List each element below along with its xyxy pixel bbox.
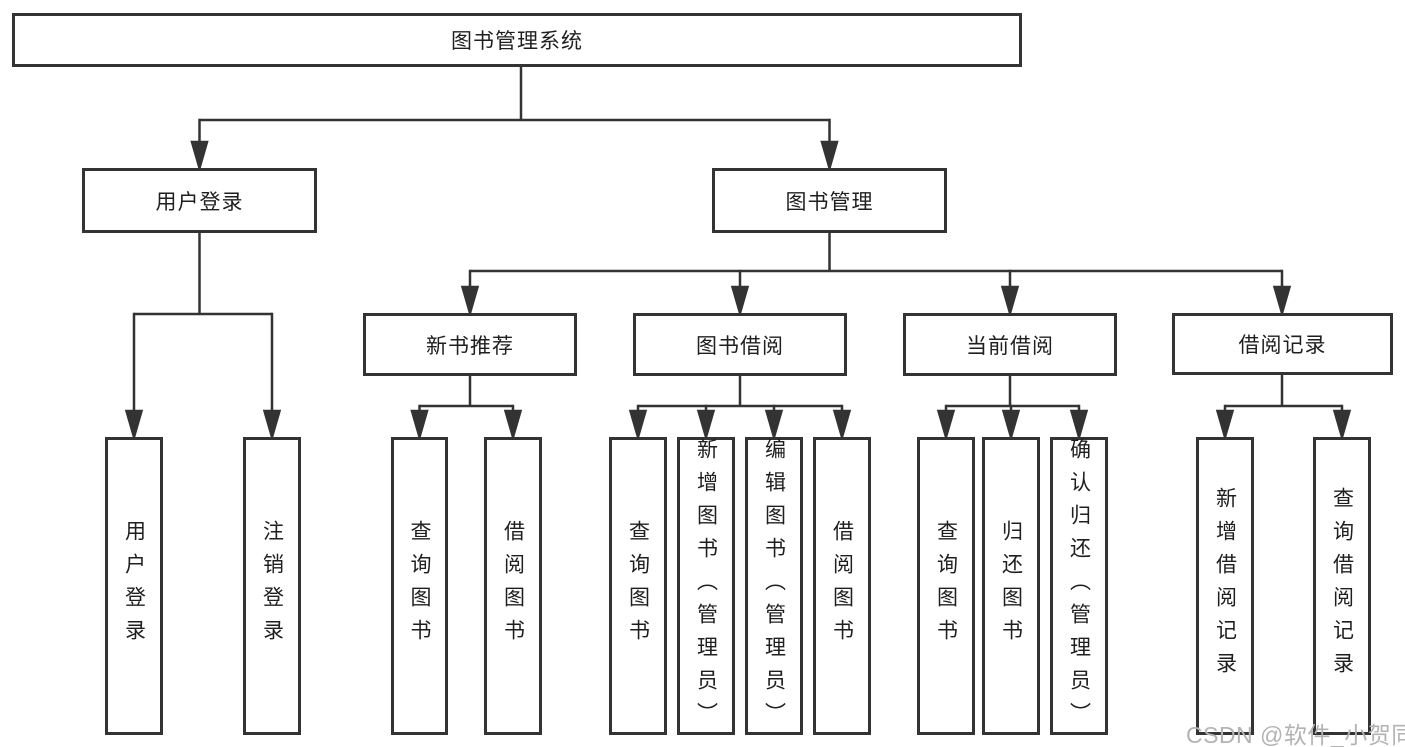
leaf-user-login-label: 用户登录 (122, 520, 146, 652)
arrow-cu-leaf1 (936, 409, 956, 442)
leaf-rc-query-record-label: 查询借阅记录 (1330, 487, 1354, 685)
leaf-bw-edit-books-admin: 编辑图书（管理员） (745, 437, 803, 735)
leaf-logout: 注销登录 (243, 437, 301, 735)
leaf-bw-add-books-admin-label: 新增图书（管理员） (694, 437, 718, 735)
leaf-cu-return-books-label: 归还图书 (999, 520, 1023, 652)
leaf-cu-confirm-return-admin-label: 确认归还（管理员） (1067, 437, 1091, 735)
node-borrowing: 图书借阅 (633, 313, 847, 376)
leaf-bw-add-books-admin: 新增图书（管理员） (677, 437, 735, 735)
arrow-to-user-login (190, 140, 209, 173)
arrow-bw-leaf2 (696, 409, 716, 442)
arrow-to-leaf-logout (262, 409, 282, 442)
node-user-login-label: 用户登录 (155, 190, 244, 214)
leaf-cu-return-books: 归还图书 (982, 437, 1040, 735)
node-records-label: 借阅记录 (1238, 334, 1327, 357)
csdn-watermark: CSDN @软件_小贺同学 (1186, 722, 1405, 747)
node-book-mgmt: 图书管理 (712, 168, 947, 233)
node-records: 借阅记录 (1172, 313, 1393, 375)
leaf-bw-borrow-books: 借阅图书 (813, 437, 871, 735)
arrow-nb-leaf1 (410, 409, 429, 442)
arrow-to-borrowing (730, 285, 750, 318)
leaf-bw-edit-books-admin-label: 编辑图书（管理员） (762, 437, 786, 735)
leaf-rc-query-record: 查询借阅记录 (1313, 437, 1371, 735)
arrow-to-new-books (460, 285, 480, 318)
node-current-label: 当前借阅 (966, 334, 1054, 358)
node-root: 图书管理系统 (12, 13, 1022, 67)
leaf-logout-label: 注销登录 (260, 520, 284, 652)
arrow-bw-leaf3 (764, 409, 784, 442)
arrow-to-current (1000, 285, 1020, 318)
arrow-to-book-mgmt (820, 140, 839, 173)
arrow-rc-leaf1 (1215, 409, 1235, 442)
leaf-nb-query-books: 查询图书 (391, 437, 448, 735)
leaf-user-login: 用户登录 (105, 437, 163, 735)
leaf-bw-query-books-label: 查询图书 (626, 520, 650, 652)
leaf-cu-confirm-return-admin: 确认归还（管理员） (1050, 437, 1108, 735)
leaf-cu-query-books: 查询图书 (917, 437, 975, 735)
arrow-cu-leaf3 (1069, 409, 1089, 442)
arrow-bw-leaf1 (628, 409, 648, 442)
leaf-rc-add-record-label: 新增借阅记录 (1213, 487, 1237, 685)
arrow-cu-leaf2 (1001, 409, 1021, 442)
leaf-cu-query-books-label: 查询图书 (934, 520, 958, 652)
node-new-books-label: 新书推荐 (426, 334, 514, 358)
leaf-nb-query-books-label: 查询图书 (408, 520, 431, 652)
leaf-bw-query-books: 查询图书 (609, 437, 667, 735)
node-new-books: 新书推荐 (363, 313, 577, 376)
node-current: 当前借阅 (903, 313, 1117, 376)
node-user-login: 用户登录 (82, 168, 317, 233)
arrow-to-leaf-login (124, 409, 144, 442)
arrow-to-records (1272, 285, 1292, 318)
leaf-nb-borrow-books: 借阅图书 (484, 437, 542, 735)
leaf-nb-borrow-books-label: 借阅图书 (501, 520, 525, 652)
node-borrowing-label: 图书借阅 (696, 334, 784, 358)
node-root-label: 图书管理系统 (451, 30, 583, 53)
leaf-rc-add-record: 新增借阅记录 (1196, 437, 1254, 735)
arrow-rc-leaf2 (1332, 409, 1352, 442)
arrow-bw-leaf4 (832, 409, 852, 442)
node-book-mgmt-label: 图书管理 (785, 190, 874, 214)
arrow-nb-leaf2 (503, 409, 523, 442)
leaf-bw-borrow-books-label: 借阅图书 (830, 520, 854, 652)
